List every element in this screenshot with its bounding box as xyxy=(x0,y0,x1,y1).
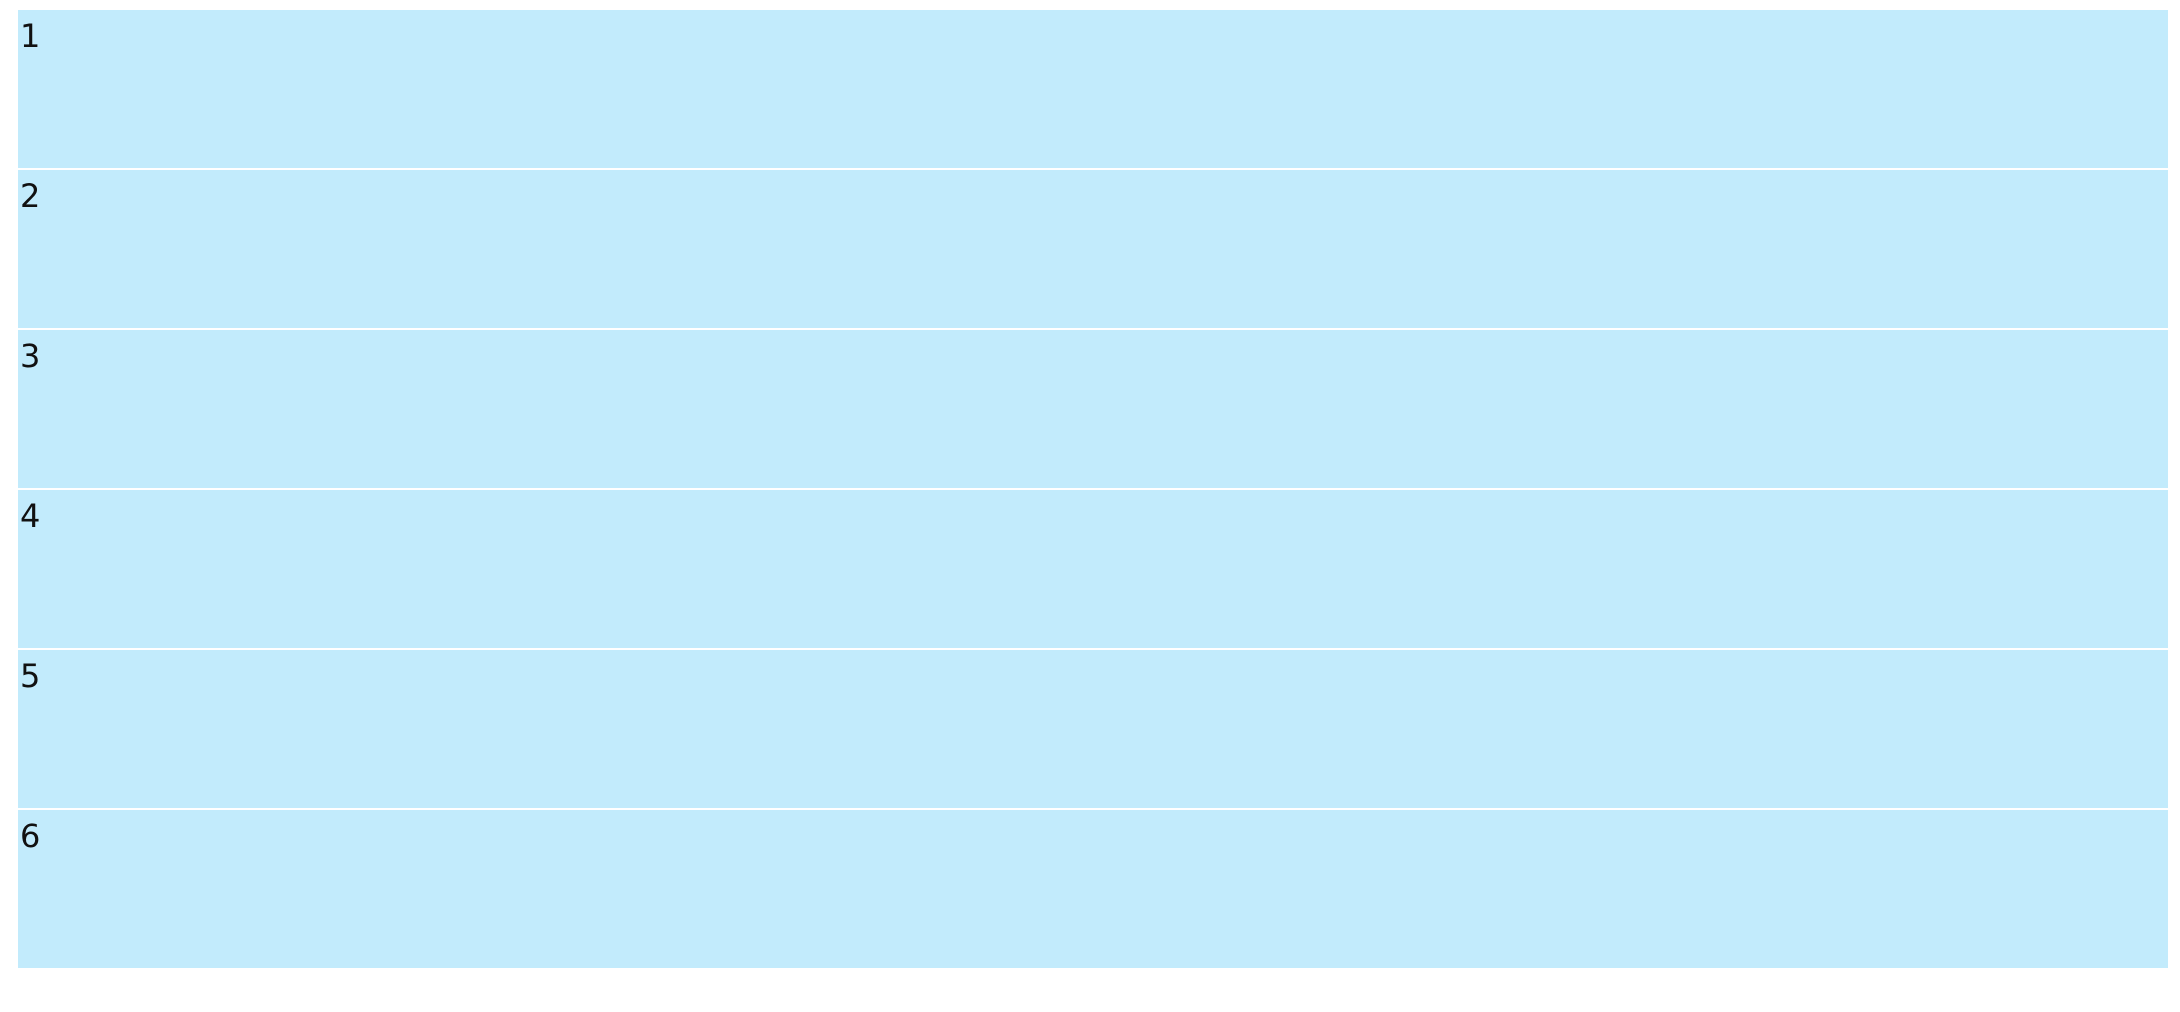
row-number: 1 xyxy=(20,17,41,55)
list-item-5: 5 xyxy=(18,650,2168,808)
list-item-3: 3 xyxy=(18,330,2168,488)
list-item-2: 2 xyxy=(18,170,2168,328)
list-item-4: 4 xyxy=(18,490,2168,648)
list-item-1: 1 xyxy=(18,10,2168,168)
row-number: 4 xyxy=(20,497,41,535)
row-list: 1 2 3 4 5 6 xyxy=(18,10,2168,968)
row-number: 5 xyxy=(20,657,41,695)
row-number: 3 xyxy=(20,337,41,375)
row-number: 6 xyxy=(20,817,41,855)
list-item-6: 6 xyxy=(18,810,2168,968)
row-number: 2 xyxy=(20,177,41,215)
